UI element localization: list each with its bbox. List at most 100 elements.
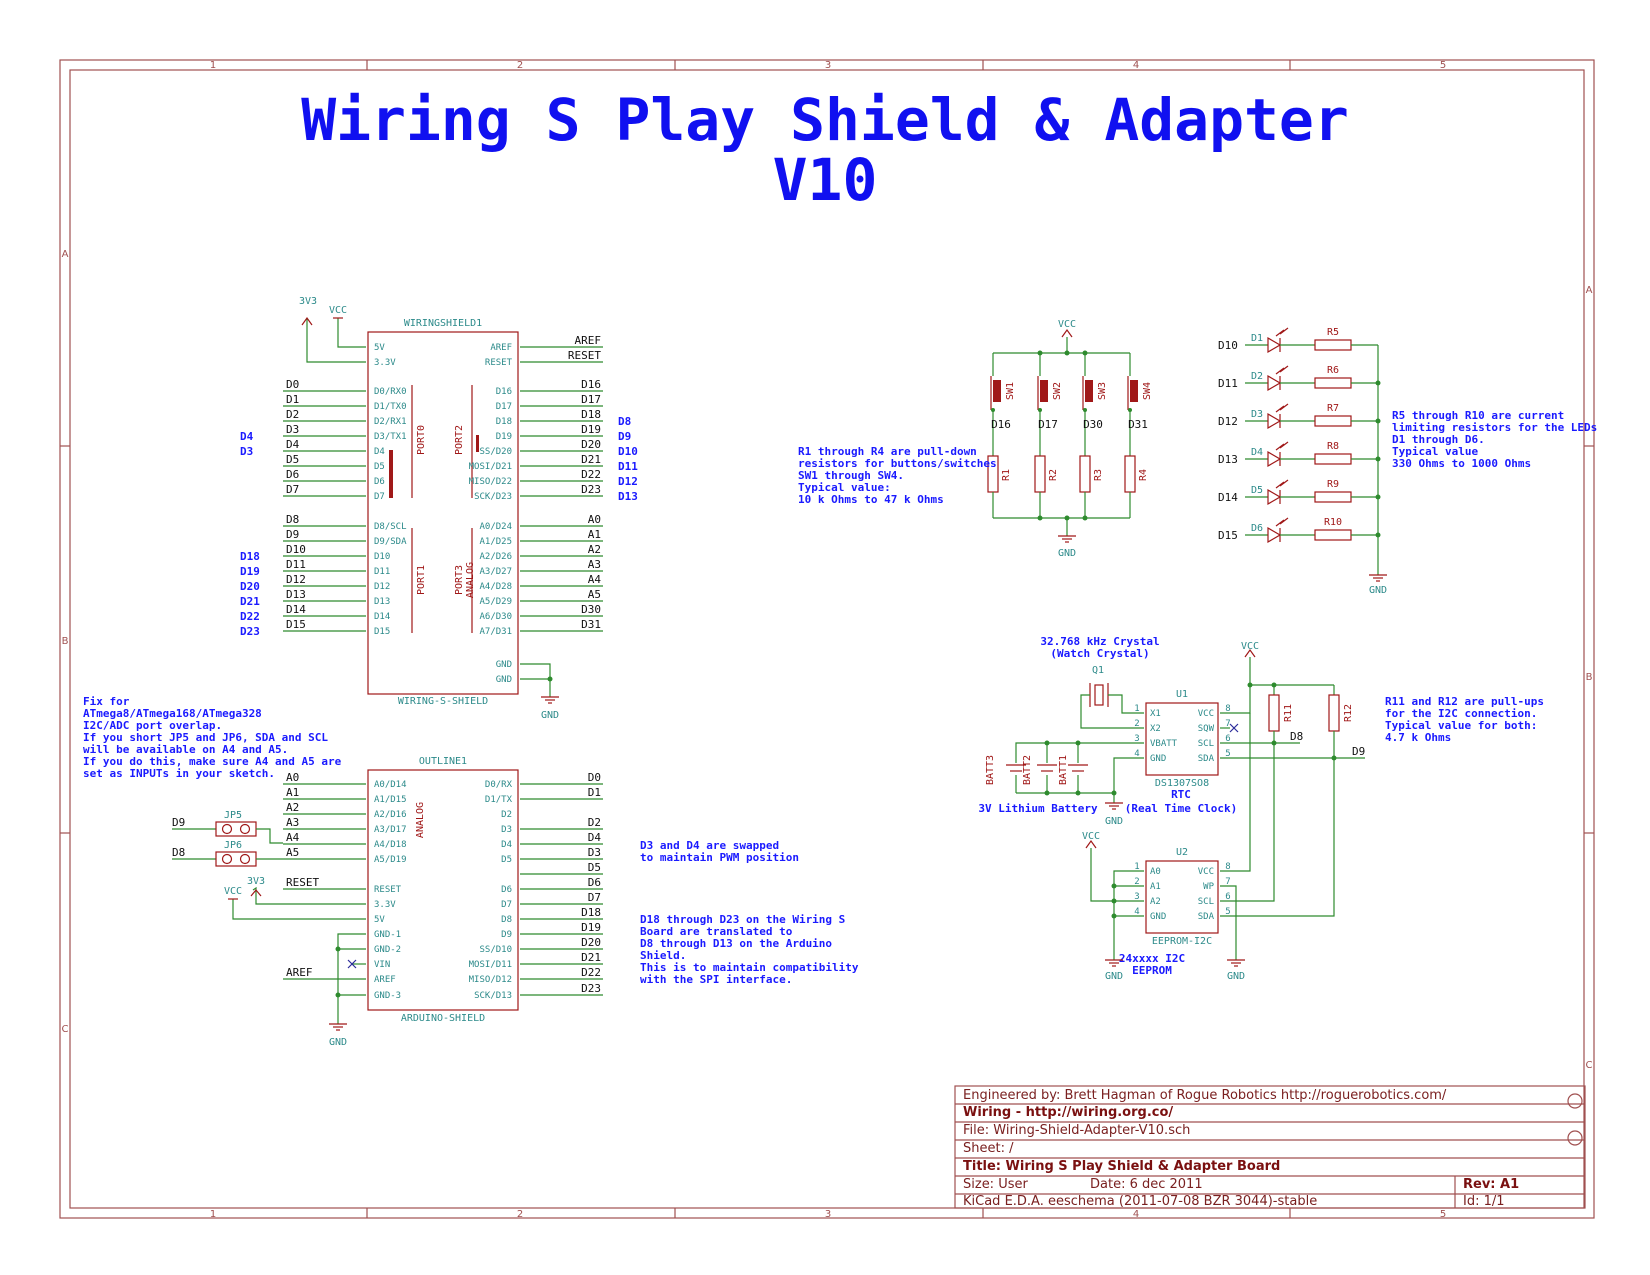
frame-col-label: 3 [825, 60, 831, 71]
ws-left-pin-label: 3.3V [374, 358, 396, 368]
ar-left-pin-label: VIN [374, 960, 390, 970]
translate-note: Shield. [640, 949, 686, 962]
drawing-frame [59, 59, 1595, 1219]
ar-left-pin-label: A0/D14 [374, 780, 407, 790]
fix-note: Fix for [83, 695, 130, 708]
ws-left-net: D12 [286, 573, 306, 586]
eeprom-gnd2-label: GND [1227, 971, 1245, 982]
resistor-ref: R4 [1138, 469, 1149, 481]
tb-kicad: KiCad E.D.A. eeschema (2011-07-08 BZR 30… [963, 1194, 1317, 1209]
wiringshield-name: WIRING-S-SHIELD [398, 696, 488, 707]
ar-right-pin-label: D5 [501, 855, 512, 865]
ws-right-net: D23 [581, 483, 601, 496]
chip-right-pin-label: SQW [1198, 724, 1215, 734]
ar-right-net: D21 [581, 951, 601, 964]
ws-right-pin-label: A5/D29 [479, 597, 512, 607]
led-note: R5 through R10 are current [1392, 409, 1564, 422]
pulldown-note: Typical value: [798, 481, 891, 494]
led-net: D11 [1218, 377, 1238, 390]
tb-title: Title: Wiring S Play Shield & Adapter Bo… [963, 1159, 1280, 1174]
ws-right-pin-label: A6/D30 [479, 612, 512, 622]
frame-row-label: C [62, 1024, 69, 1035]
ws-right-pin-label: GND [496, 675, 512, 685]
jp-d8-net: D8 [172, 846, 185, 859]
led-arrow [1275, 481, 1285, 489]
resistor-body [1314, 339, 1352, 351]
sw-gnd-label: GND [1058, 548, 1076, 559]
led-arrow [1279, 365, 1289, 373]
swap-note: to maintain PWM position [640, 851, 799, 864]
ar-right-net: D23 [581, 982, 601, 995]
ar-left-net: AREF [286, 966, 313, 979]
crystal-label-2: (Watch Crystal) [1050, 647, 1149, 660]
chip-pin-number: 7 [1225, 719, 1230, 729]
wiringshield-symbol: WIRINGSHIELD1 WIRING-S-SHIELD PORT0 PORT… [367, 318, 519, 707]
rtc-chip: DS1307SO8 [1155, 778, 1209, 789]
ws-blue-annotation: D12 [618, 475, 638, 488]
ar-right-pin-label: D9 [501, 930, 512, 940]
ar-left-net: RESET [286, 876, 319, 889]
frame-col-label: 5 [1440, 60, 1446, 71]
ar-right-pin-label: D2 [501, 810, 512, 820]
led-ref: D2 [1251, 371, 1263, 382]
led-gnd-label: GND [1369, 585, 1387, 596]
ar-vcc-label: VCC [224, 886, 242, 897]
ar-left-net: A0 [286, 771, 299, 784]
ws-right-pin-label: D16 [496, 387, 512, 397]
junction [1375, 532, 1381, 538]
chip-left-pin-label: A2 [1150, 897, 1161, 907]
switch-ref: SW1 [1005, 382, 1016, 400]
ws-left-net: D2 [286, 408, 299, 421]
tb-id: Id: 1/1 [1463, 1194, 1505, 1209]
ar-right-net: D2 [588, 816, 601, 829]
ws-blue-annotation: D20 [240, 580, 260, 593]
switch-net: D17 [1038, 418, 1058, 431]
frame-row-label: B [62, 636, 69, 647]
ws-blue-annotation: D19 [240, 565, 260, 578]
chip-pin-number: 2 [1134, 719, 1139, 729]
ar-right-pin-label: D3 [501, 825, 512, 835]
frame-col-label: 4 [1133, 1209, 1139, 1220]
resistor-body [1314, 529, 1352, 541]
ws-left-net: D9 [286, 528, 299, 541]
led-ref: D3 [1251, 409, 1263, 420]
ws-right-net: D20 [581, 438, 601, 451]
ws-right-pin-label: D19 [496, 432, 512, 442]
ws-right-net: D31 [581, 618, 601, 631]
led-ref: D6 [1251, 523, 1263, 534]
pullup-note: R11 and R12 are pull-ups [1385, 695, 1544, 708]
led-ref: D1 [1251, 333, 1263, 344]
resistor-body [1034, 455, 1046, 493]
translate-note: This is to maintain compatibility [640, 961, 859, 974]
r12-ref: R12 [1343, 704, 1354, 722]
chip-right-pin-label: SCL [1198, 739, 1214, 749]
tb-sheet: Sheet: / [963, 1141, 1014, 1156]
led-note: Typical value [1392, 445, 1478, 458]
ws-left-pin-label: D8/SCL [374, 522, 407, 532]
frame-row-label: A [1586, 285, 1593, 296]
ws-right-net: D22 [581, 468, 601, 481]
translate-note: D18 through D23 on the Wiring S [640, 913, 845, 926]
ws-blue-annotation: D10 [618, 445, 638, 458]
led-body [1267, 526, 1282, 544]
chip-pin-number: 8 [1225, 862, 1230, 872]
chip-left-pin-label: X2 [1150, 724, 1161, 734]
eeprom-ref: U2 [1176, 847, 1188, 858]
pulldown-note: resistors for buttons/switches [798, 457, 997, 470]
ws-right-net: A1 [588, 528, 601, 541]
ar-right-pin-label: D7 [501, 900, 512, 910]
pulldown-note: R1 through R4 are pull-down [798, 445, 977, 458]
ws-gnd-label: GND [541, 710, 559, 721]
chip-right-pin-label: VCC [1198, 709, 1214, 719]
led-arrow [1279, 403, 1289, 411]
ws-right-pin-label: A3/D27 [479, 567, 512, 577]
arduino-ref: OUTLINE1 [419, 756, 467, 767]
ar-left-pin-label: RESET [374, 885, 402, 895]
translate-note: Board are translated to [640, 925, 793, 938]
wiringshield-pins: 5V3.3VD0/RX0D1/TX0D2/RX1D3/TX1D4D5D6D7D8… [240, 334, 638, 685]
ws-left-pin-label: D9/SDA [374, 537, 407, 547]
ws-right-net: AREF [575, 334, 602, 347]
chip-pin-number: 1 [1134, 862, 1139, 872]
